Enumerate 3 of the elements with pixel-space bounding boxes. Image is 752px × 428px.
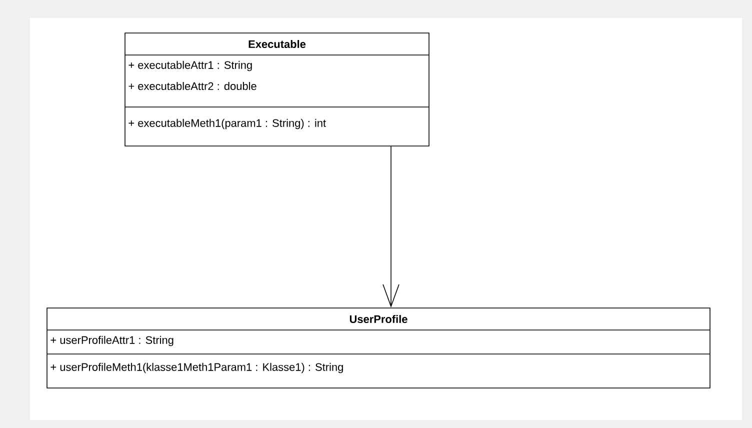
class-box: UserProfile + userProfileAttr1 : String + userProfileMeth1(klasse1Meth1Param1 : Klasse1) : String <box>46 308 710 388</box>
arrow <box>382 146 400 308</box>
class-box: Executable + executableAttr1 : String + executableAttr2 : double + executableMeth1(param1 : String) : int <box>124 32 430 146</box>
